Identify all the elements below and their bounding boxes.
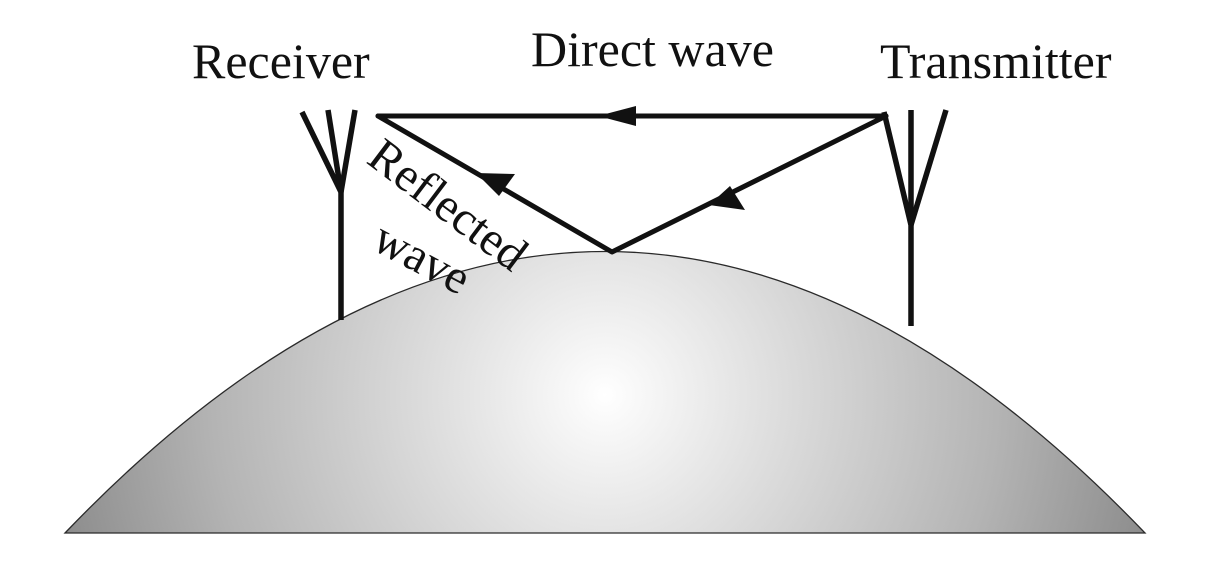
receiver-label: Receiver (192, 33, 370, 89)
direct-wave-arrowhead (598, 106, 636, 126)
direct-wave-label: Direct wave (531, 21, 774, 77)
reflected-wave-arrowhead-outgoing (476, 173, 515, 196)
receiver-antenna-icon (299, 109, 358, 320)
transmitter-antenna-icon (881, 109, 949, 326)
earth-surface (63, 250, 1147, 534)
reflected-wave-path (375, 113, 889, 255)
reflected-wave-arrowhead-incoming (709, 186, 745, 210)
transmitter-label: Transmitter (880, 33, 1112, 89)
